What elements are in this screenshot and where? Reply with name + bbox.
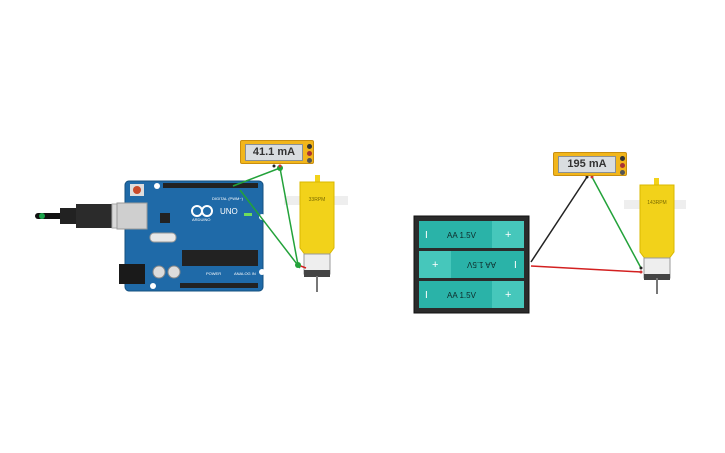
battery-label-1: AA 1.5V <box>447 231 477 240</box>
wires-circuit-1[interactable] <box>232 164 307 269</box>
board-analog-label: ANALOG IN <box>234 271 256 276</box>
arduino-uno-board[interactable] <box>116 180 265 292</box>
battery-label-3: AA 1.5V <box>447 291 477 300</box>
board-power-label: POWER <box>206 271 221 276</box>
svg-text:I: I <box>514 260 517 271</box>
svg-text:+: + <box>505 289 511 301</box>
battery-cell-2[interactable]: + I <box>419 251 524 278</box>
multimeter-1[interactable]: 41.1 mA <box>240 140 314 164</box>
multimeter-2[interactable]: 195 mA <box>553 152 627 176</box>
wires-circuit-2[interactable] <box>530 175 643 274</box>
battery-cell-1[interactable]: + I <box>419 221 524 248</box>
board-digital-label: DIGITAL (PWM~) <box>212 196 244 201</box>
motor-2-rpm-label: 143RPM <box>647 200 667 206</box>
multimeter-2-terminal-icon <box>620 156 625 161</box>
multimeter-1-terminal-icon <box>307 158 312 163</box>
multimeter-2-terminal-icon <box>620 170 625 175</box>
board-model-text: UNO <box>220 207 238 216</box>
svg-text:+: + <box>432 259 438 271</box>
svg-text:I: I <box>425 290 428 301</box>
multimeter-1-terminal-icon <box>307 144 312 149</box>
svg-text:+: + <box>505 229 511 241</box>
board-brand-text: ARDUINO <box>192 217 210 222</box>
multimeter-1-display: 41.1 mA <box>245 144 303 161</box>
battery-label-2: AA 1.5V <box>466 260 496 269</box>
multimeter-1-terminal-icon <box>307 151 312 156</box>
motor-1-rpm-label: 33RPM <box>308 197 326 203</box>
battery-pack[interactable]: + I + I + I <box>413 215 530 314</box>
multimeter-2-display: 195 mA <box>558 156 616 173</box>
dc-motor-2[interactable] <box>624 178 686 294</box>
multimeter-2-terminal-icon <box>620 163 625 168</box>
dc-motor-1[interactable] <box>284 175 348 292</box>
battery-cell-3[interactable]: + I <box>419 281 524 308</box>
svg-text:I: I <box>425 230 428 241</box>
